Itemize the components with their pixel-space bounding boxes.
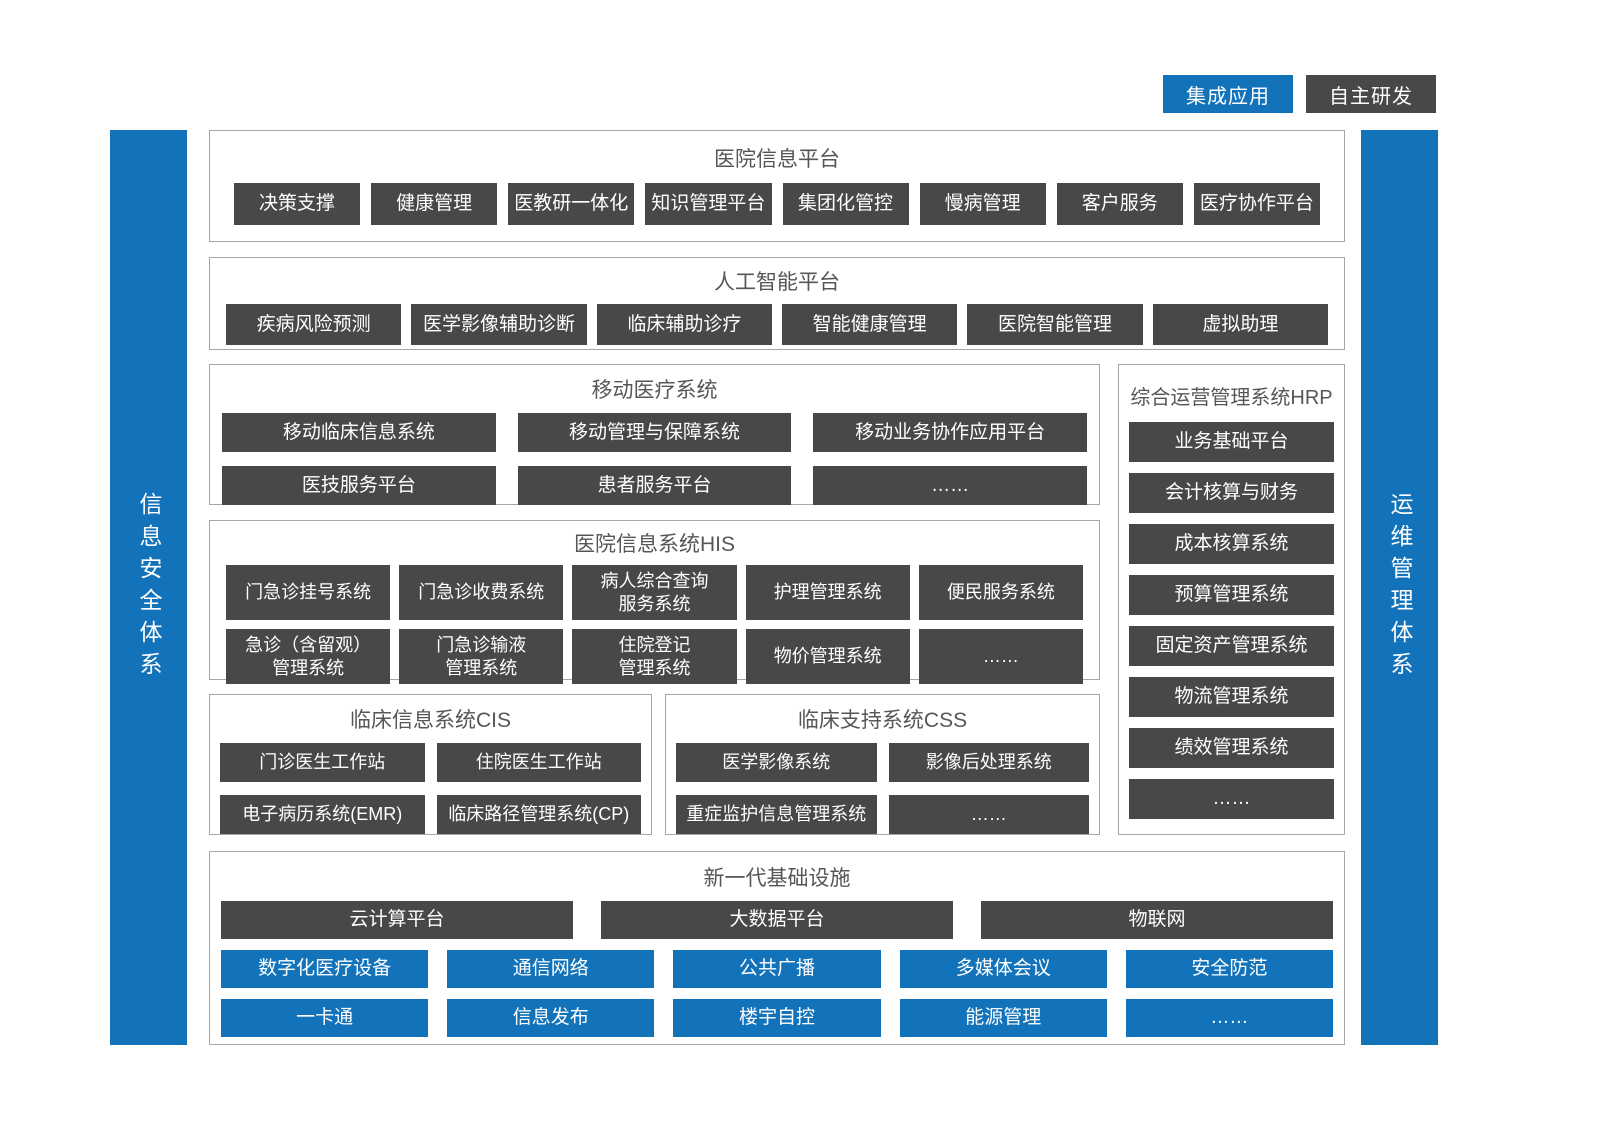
his-block: 门急诊输液 管理系统 <box>399 629 564 684</box>
section-title: 新一代基础设施 <box>703 867 851 890</box>
infra-dark-block: 物联网 <box>981 901 1333 939</box>
section-hospital-info-platform: 医院信息平台 决策支撑 健康管理 医教研一体化 知识管理平台 集团化管控 慢病管… <box>209 130 1345 242</box>
diagram-body: 医院信息平台 决策支撑 健康管理 医教研一体化 知识管理平台 集团化管控 慢病管… <box>209 130 1345 1045</box>
section-mobile-medical-system: 移动医疗系统 移动临床信息系统 移动管理与保障系统 移动业务协作应用平台 医技服… <box>209 364 1100 505</box>
his-block: 门急诊收费系统 <box>399 565 564 620</box>
section-title: 医院信息平台 <box>714 148 840 171</box>
section-ai-platform: 人工智能平台 疾病风险预测 医学影像辅助诊断 临床辅助诊疗 智能健康管理 医院智… <box>209 257 1345 350</box>
info-security-system-label: 信息安全体系 <box>136 491 162 684</box>
mobile-block: 患者服务平台 <box>517 466 792 505</box>
hrp-block: 成本核算系统 <box>1129 524 1334 564</box>
section-his: 医院信息系统HIS 门急诊挂号系统 门急诊收费系统 病人综合查询 服务系统 护理… <box>209 520 1100 684</box>
css-grid: 医学影像系统 影像后处理系统 重症监护信息管理系统 …… <box>676 743 1089 834</box>
infra-blue-block: 楼宇自控 <box>673 999 881 1037</box>
his-block: 急诊（含留观） 管理系统 <box>226 629 391 684</box>
section-title: 临床信息系统CIS <box>349 709 511 732</box>
infra-blue-block: 数字化医疗设备 <box>221 950 429 988</box>
ai-block: 疾病风险预测 <box>226 304 402 345</box>
hrp-block: 会计核算与财务 <box>1129 473 1334 513</box>
section-title: 综合运营管理系统HRP <box>1130 387 1333 409</box>
his-block: 病人综合查询 服务系统 <box>572 565 737 620</box>
section-title: 移动医疗系统 <box>591 379 718 402</box>
css-block: 重症监护信息管理系统 <box>676 795 877 834</box>
mobile-block: 医技服务平台 <box>222 466 496 505</box>
mobile-block: 移动管理与保障系统 <box>517 413 792 452</box>
cis-block: 电子病历系统(EMR) <box>220 795 425 834</box>
his-block-ellipsis: …… <box>918 629 1083 684</box>
ai-block: 智能健康管理 <box>781 304 958 345</box>
section-cis: 临床信息系统CIS 门诊医生工作站 住院医生工作站 电子病历系统(EMR) 临床… <box>209 694 652 835</box>
section-title: 临床支持系统CSS <box>797 709 968 732</box>
middle-zone: 移动医疗系统 移动临床信息系统 移动管理与保障系统 移动业务协作应用平台 医技服… <box>209 364 1345 835</box>
hip-block: 医教研一体化 <box>508 183 635 225</box>
cis-block: 门诊医生工作站 <box>220 743 425 782</box>
ai-row: 疾病风险预测 医学影像辅助诊断 临床辅助诊疗 智能健康管理 医院智能管理 虚拟助… <box>226 304 1328 345</box>
hip-block: 决策支撑 <box>234 183 361 225</box>
hrp-block: 固定资产管理系统 <box>1129 626 1334 666</box>
section-css: 临床支持系统CSS 医学影像系统 影像后处理系统 重症监护信息管理系统 …… <box>665 694 1100 835</box>
ai-block: 虚拟助理 <box>1152 304 1328 345</box>
hip-block: 医疗协作平台 <box>1193 183 1320 225</box>
info-security-system-bar: 信息安全体系 <box>110 130 187 1045</box>
section-hrp: 综合运营管理系统HRP 业务基础平台 会计核算与财务 成本核算系统 预算管理系统… <box>1118 364 1345 835</box>
his-block: 门急诊挂号系统 <box>226 565 391 620</box>
infra-blue-block: 公共广播 <box>673 950 881 988</box>
cis-block: 临床路径管理系统(CP) <box>436 795 641 834</box>
middle-left-column: 移动医疗系统 移动临床信息系统 移动管理与保障系统 移动业务协作应用平台 医技服… <box>209 364 1100 835</box>
ai-block: 医学影像辅助诊断 <box>411 304 587 345</box>
legend-integrated-app: 集成应用 <box>1163 75 1293 113</box>
legend: 集成应用 自主研发 <box>1163 75 1436 113</box>
hrp-block: 业务基础平台 <box>1129 422 1334 462</box>
css-block: 影像后处理系统 <box>888 743 1089 782</box>
infra-dark-block: 大数据平台 <box>601 901 953 939</box>
hrp-block: 预算管理系统 <box>1129 575 1334 615</box>
mobile-block: 移动业务协作应用平台 <box>813 413 1087 452</box>
section-title: 医院信息系统HIS <box>573 533 735 556</box>
mobile-block: 移动临床信息系统 <box>222 413 496 452</box>
infra-blue-block: 多媒体会议 <box>899 950 1107 988</box>
infra-blue-block: 一卡通 <box>221 999 429 1037</box>
section-title: 人工智能平台 <box>714 271 840 294</box>
css-block-ellipsis: …… <box>888 795 1089 834</box>
his-block: 便民服务系统 <box>918 565 1083 620</box>
infra-dark-block: 云计算平台 <box>221 901 573 939</box>
infra-blue-block: 信息发布 <box>447 999 655 1037</box>
mobile-grid: 移动临床信息系统 移动管理与保障系统 移动业务协作应用平台 医技服务平台 患者服… <box>222 413 1087 505</box>
infra-blue-block: 通信网络 <box>447 950 655 988</box>
his-block: 物价管理系统 <box>745 629 910 684</box>
ai-block: 医院智能管理 <box>967 304 1143 345</box>
section-infrastructure: 新一代基础设施 云计算平台 大数据平台 物联网 数字化医疗设备 通信网络 公共广… <box>209 851 1345 1045</box>
hip-block: 知识管理平台 <box>645 183 772 225</box>
ops-management-system-label: 运维管理体系 <box>1387 491 1413 684</box>
infra-blue-row-2: 一卡通 信息发布 楼宇自控 能源管理 …… <box>221 999 1333 1037</box>
hrp-block: 物流管理系统 <box>1129 677 1334 717</box>
infra-blue-row-1: 数字化医疗设备 通信网络 公共广播 多媒体会议 安全防范 <box>221 950 1333 988</box>
hrp-block: 绩效管理系统 <box>1129 728 1334 768</box>
hrp-block-ellipsis: …… <box>1129 779 1334 819</box>
infra-blue-block-ellipsis: …… <box>1125 999 1333 1037</box>
his-grid: 门急诊挂号系统 门急诊收费系统 病人综合查询 服务系统 护理管理系统 便民服务系… <box>226 565 1083 684</box>
cis-grid: 门诊医生工作站 住院医生工作站 电子病历系统(EMR) 临床路径管理系统(CP) <box>220 743 641 834</box>
hip-block: 慢病管理 <box>919 183 1046 225</box>
his-block: 护理管理系统 <box>745 565 910 620</box>
cis-css-row: 临床信息系统CIS 门诊医生工作站 住院医生工作站 电子病历系统(EMR) 临床… <box>209 694 1100 835</box>
cis-block: 住院医生工作站 <box>436 743 641 782</box>
ai-block: 临床辅助诊疗 <box>596 304 772 345</box>
his-block: 住院登记 管理系统 <box>572 629 737 684</box>
infra-blue-block: 安全防范 <box>1125 950 1333 988</box>
hip-row: 决策支撑 健康管理 医教研一体化 知识管理平台 集团化管控 慢病管理 客户服务 … <box>234 183 1320 225</box>
css-block: 医学影像系统 <box>676 743 877 782</box>
mobile-block-ellipsis: …… <box>813 466 1087 505</box>
ops-management-system-bar: 运维管理体系 <box>1361 130 1438 1045</box>
legend-self-developed: 自主研发 <box>1306 75 1436 113</box>
hrp-column: 业务基础平台 会计核算与财务 成本核算系统 预算管理系统 固定资产管理系统 物流… <box>1129 422 1334 819</box>
infra-dark-row: 云计算平台 大数据平台 物联网 <box>221 901 1333 939</box>
infra-blue-block: 能源管理 <box>899 999 1107 1037</box>
hip-block: 集团化管控 <box>782 183 909 225</box>
hip-block: 客户服务 <box>1056 183 1183 225</box>
hip-block: 健康管理 <box>371 183 498 225</box>
